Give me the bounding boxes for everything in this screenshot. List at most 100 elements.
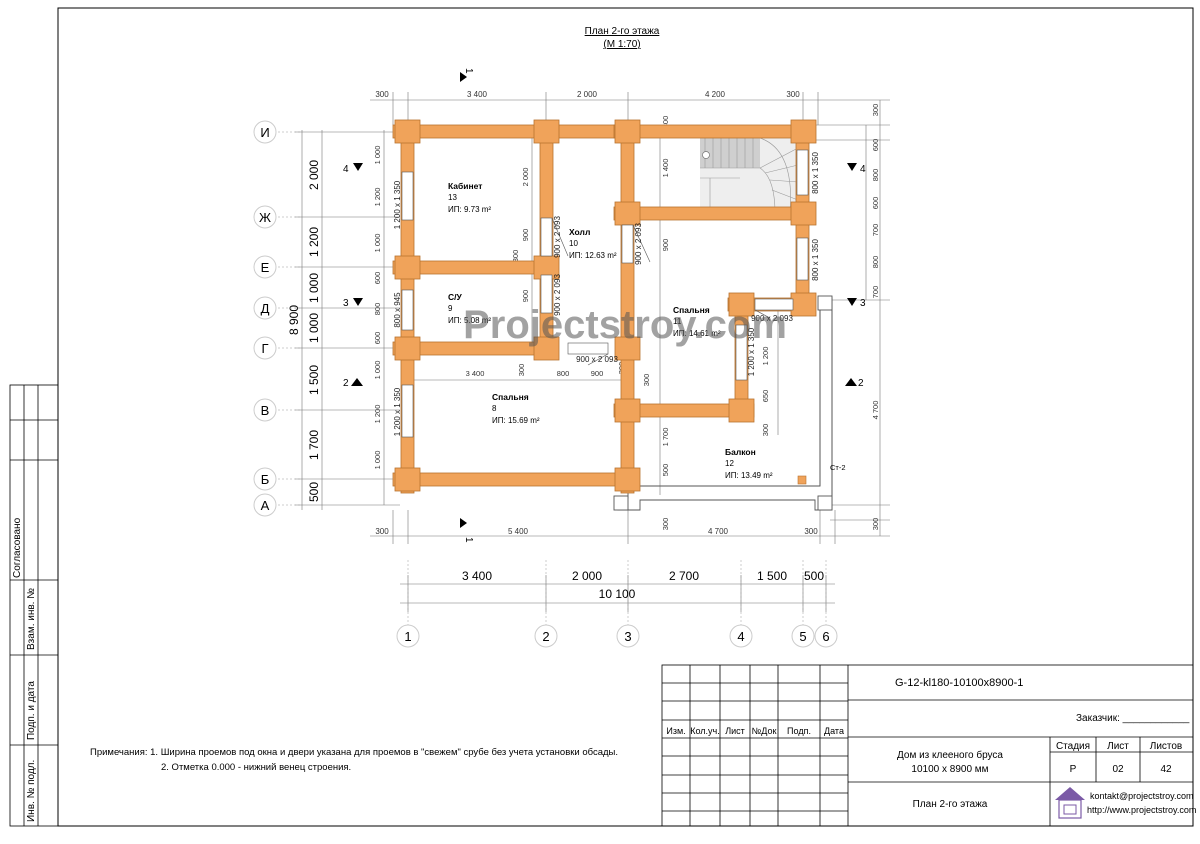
- col-axes: 1 2 3 4 5 6: [396, 624, 838, 648]
- drawing-title: План 2-го этажа: [585, 26, 660, 37]
- tb-header-dok: №Док: [752, 726, 777, 736]
- dim-inner-16: 900: [661, 239, 670, 252]
- row-axis-label: В: [261, 403, 270, 418]
- opening-label-5: 800 x 1 350: [811, 239, 820, 281]
- opening-label-3: 900 x 2 093: [634, 223, 643, 265]
- dim-top-3: 2 000: [577, 90, 598, 99]
- note-line-1: Примечания: 1. Ширина проемов под окна и…: [90, 747, 619, 758]
- tb-sheets-label: Листов: [1150, 741, 1183, 752]
- section-mark-label: 1: [463, 537, 474, 543]
- col-axis-1: 1: [396, 624, 420, 648]
- dim-total-4: 1 500: [757, 569, 787, 583]
- dim-inner-10: 2 000: [521, 168, 530, 187]
- room-area-kabinet: ИП: 9.73 m²: [448, 205, 491, 214]
- row-axis-A: А: [253, 493, 277, 517]
- dim-inner-36: 300: [642, 374, 651, 387]
- tb-customer: Заказчик: ____________: [1076, 713, 1190, 724]
- section-mark-label: 4: [860, 164, 866, 175]
- row-axis-label: И: [260, 125, 269, 140]
- room-labels: Кабинет 13 ИП: 9.73 m² Холл 10 ИП: 12.63…: [448, 181, 773, 480]
- opening-label-1: 1 200 x 1 350: [393, 180, 402, 229]
- room-area-su: ИП: 5.08 m²: [448, 316, 491, 325]
- opening-label-10: 1 200 x 1 350: [747, 327, 756, 376]
- row-axes: И Ж Е Д Г В Б А: [253, 120, 277, 517]
- dim-inner-12: 300: [511, 250, 520, 263]
- total-dim-text-group: 3 400 2 000 2 700 1 500 500 10 100: [462, 569, 824, 601]
- dim-inner-5: 800: [373, 303, 382, 316]
- dim-inner-27: 1 700: [661, 428, 670, 447]
- row-axis-Zh: Ж: [253, 205, 277, 229]
- dim-top-4: 4 200: [705, 90, 726, 99]
- axis-guide-lines: [278, 131, 827, 625]
- column-label: Ст-2: [830, 463, 846, 472]
- room-area-balkon: ИП: 13.49 m²: [725, 471, 773, 480]
- opening-label-2: 900 x 2 093: [553, 216, 562, 258]
- dim-left-total: 8 900: [287, 305, 301, 335]
- room-name-balkon: Балкон: [725, 447, 756, 457]
- dim-left-2: 1 200: [307, 227, 321, 257]
- dim-left-1: 2 000: [307, 160, 321, 190]
- title-block-grid: [661, 664, 1194, 827]
- company-logo: [1055, 787, 1085, 819]
- opening-label-9: 900 x 2 093: [751, 314, 793, 323]
- room-name-kabinet: Кабинет: [448, 181, 482, 191]
- col-axis-label: 4: [737, 629, 744, 644]
- dim-inner-20: 600: [871, 197, 880, 210]
- dim-inner-7: 1 000: [373, 361, 382, 380]
- dimension-text-group: 300 3 400 2 000 4 200 300 300 5 400 4 70…: [375, 90, 818, 536]
- col-axis-6: 6: [814, 624, 838, 648]
- tb-project: Дом из клееного бруса: [897, 749, 1003, 761]
- dim-inner-22: 800: [871, 256, 880, 269]
- col-axis-label: 2: [542, 629, 549, 644]
- dim-inner-24: 1 200: [761, 347, 770, 366]
- room-num-spalnya-8: 8: [492, 404, 497, 413]
- drawing-scale: (М 1:70): [603, 39, 640, 50]
- opening-label-6: 800 x 945: [393, 292, 402, 328]
- section-mark-label: 3: [860, 298, 866, 309]
- row-axis-label: Д: [261, 301, 270, 316]
- staircase: [700, 137, 800, 214]
- opening-label-11: 1 200 x 1 350: [393, 387, 402, 436]
- section-mark-3-left: 3: [343, 298, 363, 309]
- tb-sheet: 02: [1112, 764, 1124, 775]
- dim-top-2: 3 400: [467, 90, 488, 99]
- col-axis-label: 3: [624, 629, 631, 644]
- wall-corner-bosses: [394, 119, 817, 492]
- dim-inner-33: 800: [557, 369, 570, 378]
- row-axis-label: Г: [261, 341, 268, 356]
- col-axis-label: 5: [799, 629, 806, 644]
- inner-dim-text-group: 1 000 1 200 1 000 600 800 600 1 000 1 20…: [373, 104, 880, 531]
- section-mark-2-left: 2: [343, 378, 363, 389]
- dim-bottom-4: 300: [804, 527, 818, 536]
- inv-label: Инв. № подл.: [26, 760, 37, 822]
- dim-left-4: 1 000: [307, 313, 321, 343]
- vzam-label: Взам. инв. №: [26, 588, 37, 650]
- dim-top-5: 300: [786, 90, 800, 99]
- dim-inner-32: 3 400: [466, 369, 485, 378]
- section-mark-label: 3: [343, 298, 349, 309]
- left-dim-text-group: 8 900 2 000 1 200 1 000 1 000 1 500 1 70…: [287, 160, 321, 502]
- dim-inner-2: 1 200: [373, 188, 382, 207]
- title-block-headers: Изм. Кол.уч. Лист №Док Подп. Дата: [666, 726, 844, 736]
- row-axis-B: Б: [253, 467, 277, 491]
- dim-inner-17: 300: [661, 116, 670, 129]
- room-area-spalnya-11: ИП: 14.61 m²: [673, 329, 721, 338]
- row-axis-I: И: [253, 120, 277, 144]
- dim-inner-4: 600: [373, 272, 382, 285]
- section-mark-1-bottom: 1: [460, 518, 474, 543]
- opening-label-4: 800 x 1 350: [811, 152, 820, 194]
- door-swings: [551, 217, 771, 366]
- col-axis-4: 4: [729, 624, 753, 648]
- dim-inner-23: 700: [871, 286, 880, 299]
- col-axis-2: 2: [534, 624, 558, 648]
- dim-total-3: 2 700: [669, 569, 699, 583]
- section-mark-label: 1: [463, 68, 474, 74]
- dim-inner-3: 1 000: [373, 234, 382, 253]
- tb-header-izm: Изм.: [666, 726, 685, 736]
- row-axis-D: Д: [253, 296, 277, 320]
- section-mark-label: 4: [343, 164, 349, 175]
- dim-inner-11: 900: [521, 229, 530, 242]
- dim-bottom-2: 5 400: [508, 527, 529, 536]
- dim-total-1: 3 400: [462, 569, 492, 583]
- room-area-holl: ИП: 12.63 m²: [569, 251, 617, 260]
